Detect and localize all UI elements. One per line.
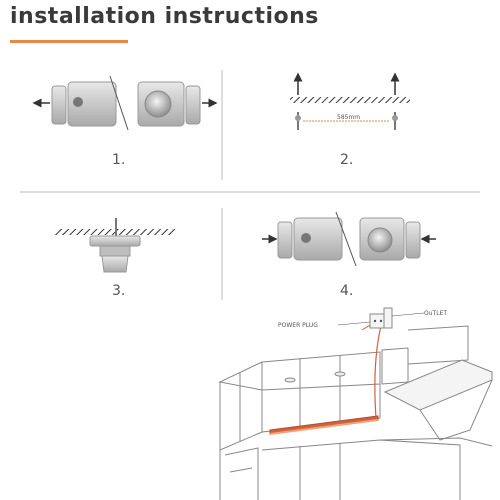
separation-line [109,75,129,131]
grid-dividers [20,70,480,300]
end-cap [185,85,201,125]
separation-line [335,211,357,267]
connector-body [67,81,117,127]
kitchen-illustration [218,325,493,500]
step-1-diagram [32,75,218,131]
step-2-label: 2. [340,152,354,168]
title-underline [10,40,128,43]
power-cable [374,321,383,419]
step-4-label: 4. [340,283,354,299]
step-1-label: 1. [112,152,126,168]
end-cap [51,85,67,125]
knob-icon [144,90,172,118]
end-cap [277,221,293,259]
knob-icon [367,227,393,253]
mounting-clip [89,235,141,247]
fixture-body [101,255,129,273]
outlet-label: OuTLET [424,310,447,317]
screw [73,97,83,107]
step-2-diagram: 585mm [290,72,410,130]
range-hood [383,359,493,411]
wall-plate [383,307,393,329]
measurement-label: 585mm [337,114,360,121]
wiring: POWER PLUG OuTLET [278,307,447,419]
power-plug-label: POWER PLUG [278,322,318,329]
ceiling-hatch [290,97,410,103]
end-cap [405,221,421,259]
step-4-diagram [262,211,436,267]
step-3-label: 3. [112,283,126,299]
step-3-diagram [55,218,175,273]
connector-body [293,217,343,261]
page-title: installation instructions [10,4,319,29]
